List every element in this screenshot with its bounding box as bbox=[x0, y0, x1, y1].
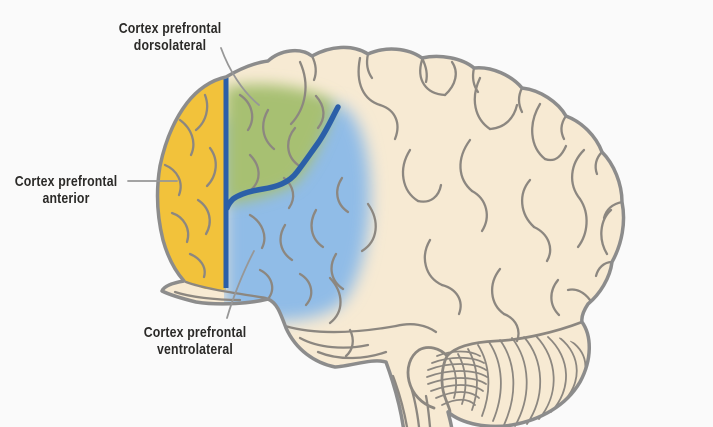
label-line: dorsolateral bbox=[133, 37, 207, 54]
anterior-region-fill bbox=[157, 77, 226, 290]
cerebellum bbox=[406, 320, 587, 427]
label-line: Cortex prefrontal bbox=[118, 20, 222, 37]
label-cortex-prefrontal-dorsolateral: Cortex prefrontal dorsolateral bbox=[100, 20, 239, 54]
brain-outline bbox=[155, 45, 626, 427]
sulci-lines bbox=[163, 52, 624, 427]
label-line: ventrolateral bbox=[157, 341, 233, 358]
label-line: Cortex prefrontal bbox=[143, 324, 247, 341]
label-cortex-prefrontal-anterior: Cortex prefrontal anterior bbox=[0, 173, 136, 207]
label-cortex-prefrontal-ventrolateral: Cortex prefrontal ventrolateral bbox=[125, 324, 264, 358]
leader-line-dorsolateral bbox=[220, 47, 260, 106]
label-line: anterior bbox=[42, 190, 90, 207]
flocculus-stripes bbox=[426, 350, 488, 406]
region-divider-curve bbox=[224, 104, 341, 211]
leader-line-ventrolateral bbox=[226, 250, 255, 319]
label-line: Cortex prefrontal bbox=[14, 173, 118, 190]
